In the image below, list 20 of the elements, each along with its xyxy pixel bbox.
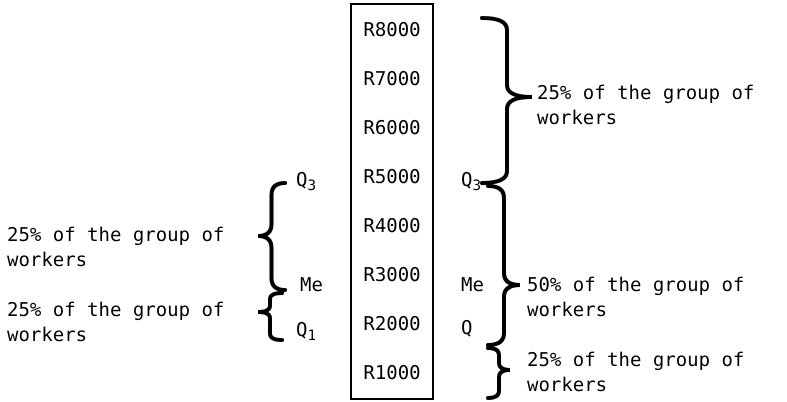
bracket-note: 50% of the group of workers: [527, 273, 746, 323]
quartile-label: Q$_{3}$: [296, 168, 316, 193]
salary-value: R7000: [363, 66, 421, 91]
salary-value: R1000: [363, 361, 421, 386]
salary-value: R5000: [363, 164, 421, 189]
salary-value: R6000: [363, 116, 421, 140]
salary-value: R4000: [363, 214, 421, 238]
salary-scale-box: [350, 3, 434, 400]
bracket-note: 25% of the group of workers: [7, 223, 226, 273]
quartile-label: Me: [461, 273, 484, 298]
quartile-label: Q: [461, 316, 472, 341]
salary-value: R2000: [363, 312, 421, 336]
salary-value: R3000: [363, 263, 421, 288]
quartile-label: Q$_{3}$: [461, 168, 482, 193]
bracket-note: 25% of the group of workers: [7, 298, 226, 348]
quartile-label: Q$_{1}$: [296, 318, 316, 343]
bracket-note: 25% of the group of workers: [537, 81, 756, 131]
quartile-label: Me: [300, 273, 323, 298]
bracket-note: 25% of the group of workers: [527, 348, 746, 398]
salary-value: R8000: [363, 18, 421, 42]
